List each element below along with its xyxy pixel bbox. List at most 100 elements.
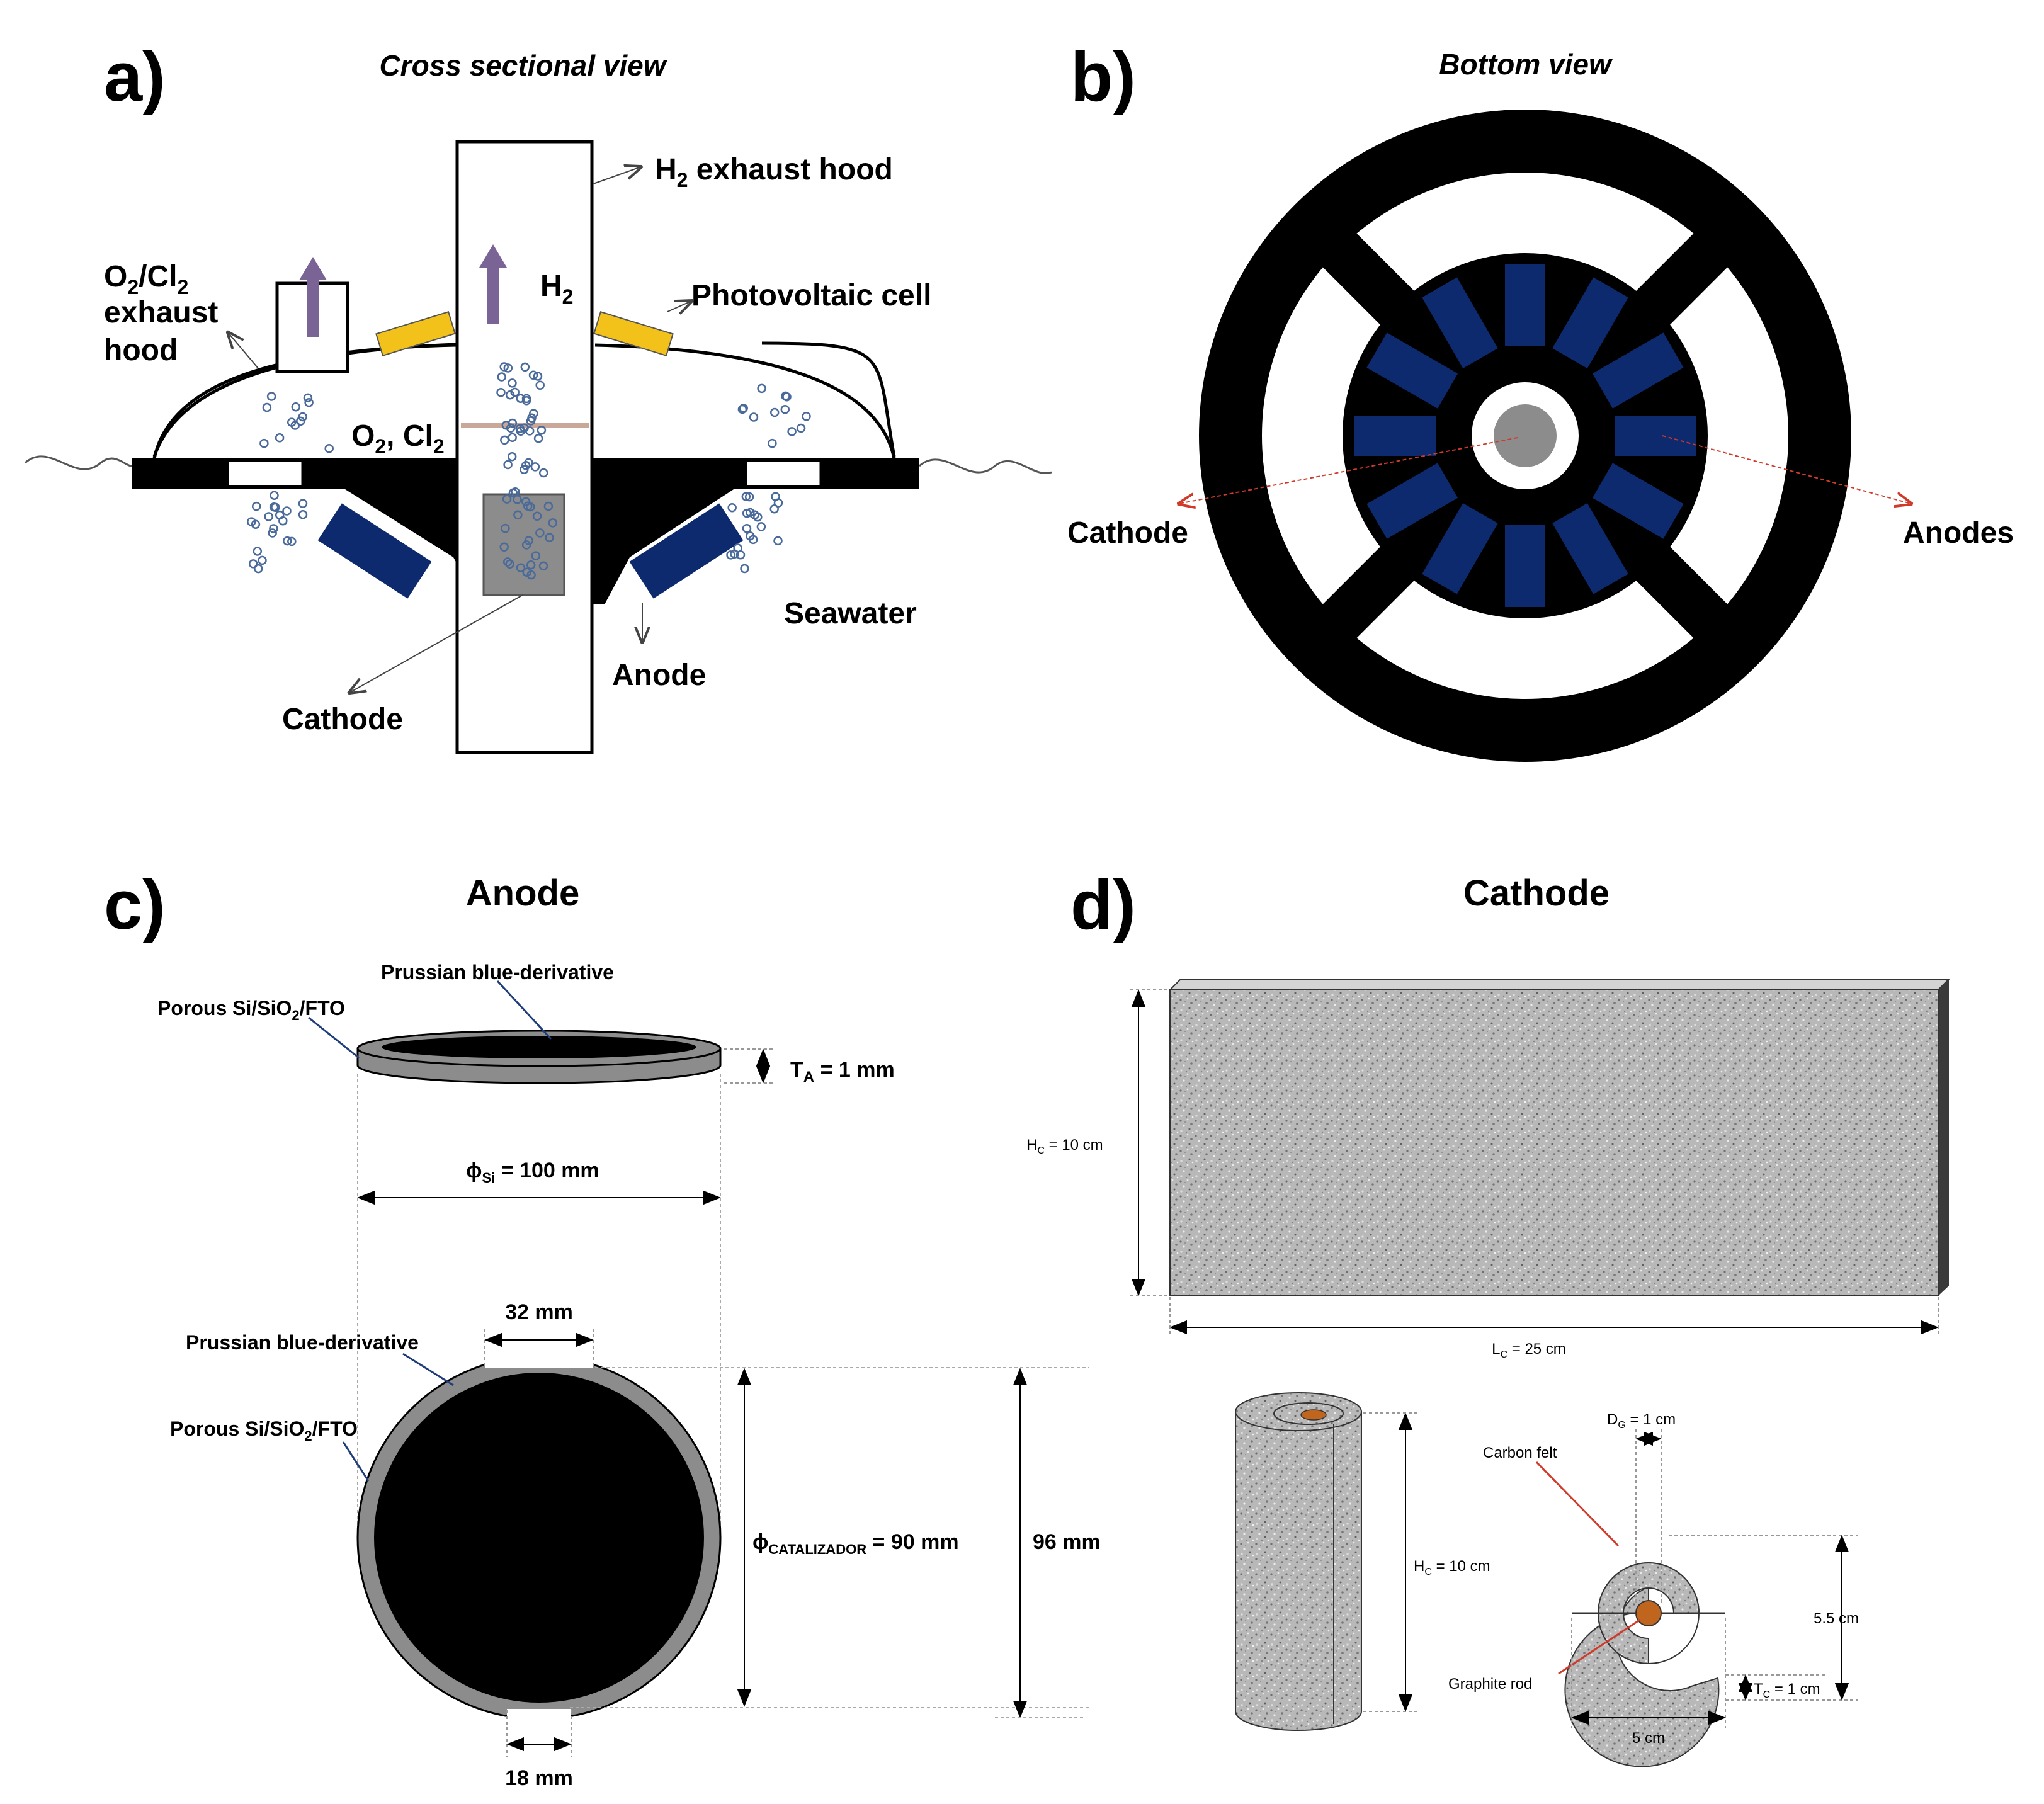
dim-5-label: 5 cm	[1632, 1730, 1665, 1747]
bubble	[508, 378, 517, 388]
bubble	[503, 460, 513, 470]
bubble	[782, 392, 792, 402]
porous-bottom-leader	[342, 1441, 370, 1482]
anode-bar	[1592, 463, 1684, 539]
dome-right	[594, 343, 896, 459]
anode-bar	[1505, 525, 1545, 607]
bubble	[513, 510, 523, 520]
bubble	[282, 506, 292, 516]
dim-18-label: 18 mm	[505, 1766, 573, 1790]
cathode-center	[1494, 404, 1557, 467]
photovoltaic-cell-label: Photovoltaic cell	[691, 279, 931, 312]
anode-bar	[1366, 463, 1458, 539]
bubble	[739, 403, 748, 413]
bubble	[501, 420, 511, 430]
bubble	[298, 509, 308, 519]
bubble	[507, 451, 517, 462]
bubble	[526, 502, 535, 512]
bubble	[253, 547, 263, 556]
bubble	[535, 528, 545, 538]
anodes-label-b: Anodes	[1903, 516, 2014, 550]
bubble	[248, 559, 258, 569]
panel-d-label: d)	[1070, 866, 1136, 944]
bubble	[287, 417, 297, 427]
bubble	[295, 416, 305, 426]
bubble	[254, 564, 263, 574]
h2-exhaust-hood-label: H2 exhaust hood	[655, 153, 893, 191]
cathode-leader-b	[1179, 437, 1518, 504]
panel-a-title: Cross sectional view	[379, 49, 667, 82]
porous-top-label: Porous Si/SiO2/FTO	[157, 997, 345, 1023]
graphite-rod-label: Graphite rod	[1448, 1676, 1532, 1693]
bubble	[247, 517, 256, 526]
bubble	[271, 502, 280, 512]
anode-bar	[1422, 502, 1498, 594]
bubble	[768, 438, 777, 448]
anode-bar	[1505, 264, 1545, 346]
anode-bar	[1615, 416, 1696, 456]
bubble	[773, 536, 783, 546]
bubble	[730, 549, 739, 559]
bubble	[535, 380, 545, 390]
panel-a: a) Cross sectional view	[25, 38, 1052, 754]
anode-label: Anode	[612, 659, 706, 692]
panel-c-label: c)	[104, 866, 166, 944]
bubble	[268, 528, 277, 538]
bubble	[497, 372, 506, 382]
bubble	[756, 522, 766, 531]
lc-label: LC = 25 cm	[1492, 1341, 1566, 1360]
porous-top-leader	[308, 1016, 360, 1059]
bubble	[796, 423, 806, 433]
anode-bar	[1552, 502, 1628, 594]
bubble	[753, 513, 763, 522]
anode-disk-catalyst	[374, 1373, 704, 1703]
bubble	[521, 396, 531, 406]
bubble	[771, 492, 780, 502]
anode-bar	[1366, 332, 1458, 409]
bubble	[505, 559, 514, 569]
dim-55-label: 5.5 cm	[1814, 1610, 1859, 1627]
flat-bottom	[507, 1709, 571, 1720]
bubble	[298, 499, 308, 508]
bubble	[259, 438, 269, 448]
bubble	[769, 504, 779, 514]
prussian-top-leader	[496, 980, 552, 1040]
o2cl2-hood-label-line2: exhaust	[104, 296, 218, 329]
bubble	[757, 383, 766, 394]
bubble	[513, 495, 522, 504]
bubble	[531, 551, 541, 560]
hc-slab-label: HC = 10 cm	[1026, 1137, 1103, 1156]
bubble	[287, 536, 297, 547]
hc-roll-label: HC = 10 cm	[1414, 1558, 1490, 1577]
bubble	[787, 427, 797, 436]
bubble	[264, 512, 273, 521]
bubble	[501, 523, 510, 533]
bubble	[737, 404, 747, 414]
panel-a-label: a)	[104, 38, 166, 116]
h2-hood-leader	[593, 167, 641, 184]
felt-slab-top	[1168, 979, 1951, 990]
anode-left	[317, 503, 432, 599]
dim-96-label: 96 mm	[1033, 1530, 1101, 1554]
prussian-bottom-leader	[402, 1353, 454, 1387]
water-surface-left	[25, 455, 136, 470]
bubble	[298, 412, 307, 422]
bubble	[530, 462, 540, 472]
panel-c-title: Anode	[466, 873, 579, 914]
bubble	[502, 557, 513, 567]
bubble	[526, 560, 536, 570]
bubble	[500, 435, 509, 445]
bubble	[527, 413, 537, 423]
bubble	[269, 524, 278, 533]
o2cl2-hood-label-line3: hood	[104, 334, 178, 367]
h2-up-arrow	[479, 244, 507, 324]
o2cl2-up-arrow	[299, 257, 327, 337]
bubble	[726, 550, 735, 560]
bubble	[516, 563, 526, 573]
bubble	[748, 535, 758, 545]
h2-gas-label: H2	[540, 269, 573, 308]
bubble	[510, 387, 520, 397]
bubble	[727, 502, 737, 513]
bubble	[769, 407, 780, 417]
bubble	[533, 372, 543, 381]
